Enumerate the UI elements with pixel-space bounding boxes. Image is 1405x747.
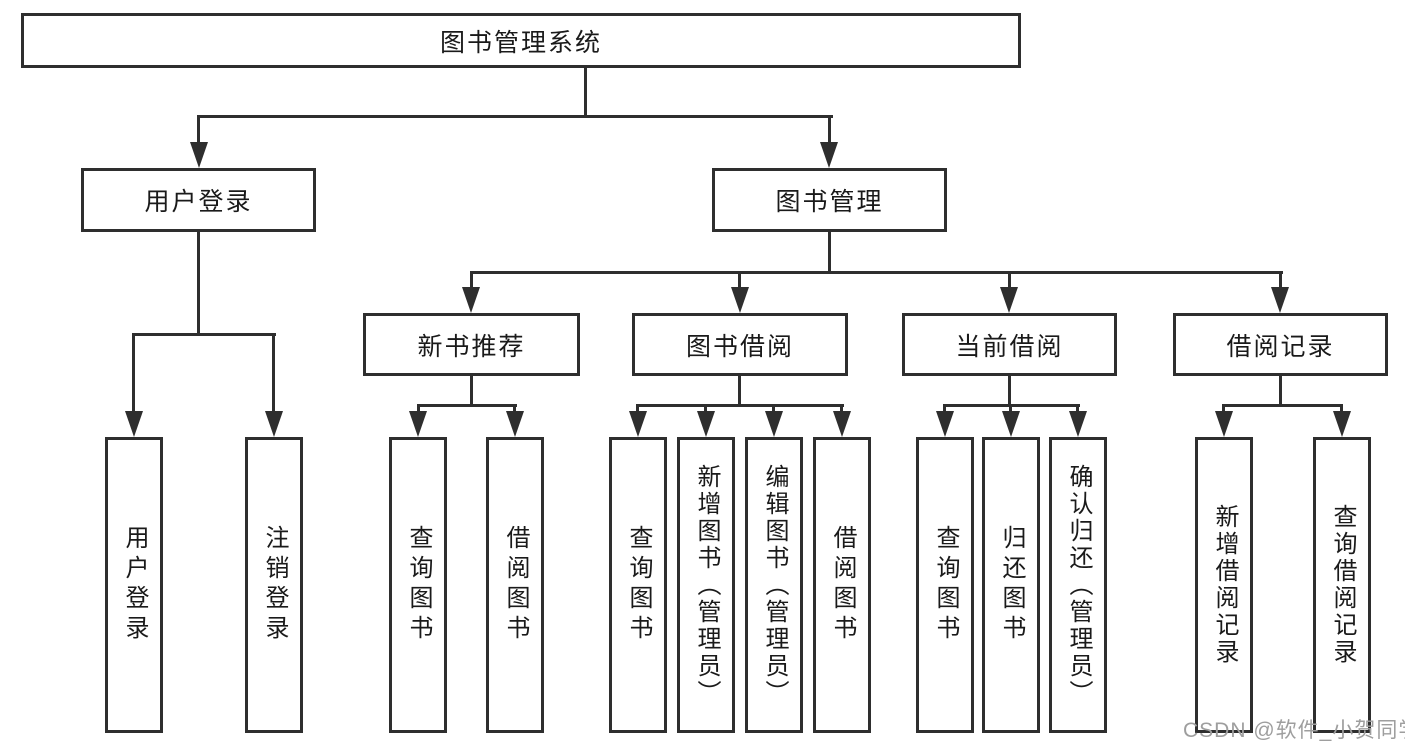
connector-drop-br-query <box>1340 404 1343 414</box>
arrowhead-new-book-rec <box>462 287 480 313</box>
arrowhead-user-login <box>190 142 208 168</box>
arrowhead-bb-query <box>629 411 647 437</box>
connector-drop-cb-return <box>1009 404 1012 414</box>
node-root-library-management-system: 图书管理系统 <box>21 13 1021 68</box>
node-leaf-logout: 注销登录 <box>245 437 303 733</box>
node-branch-user-login: 用户登录 <box>81 168 316 232</box>
connector-drop-nb-query <box>417 404 420 414</box>
arrowhead-nb-query <box>409 411 427 437</box>
connector-new-book-rec-stem <box>470 374 473 407</box>
node-branch-book-management: 图书管理 <box>712 168 947 232</box>
connector-drop-book-mgmt <box>828 115 831 145</box>
node-current-borrowing: 当前借阅 <box>902 313 1117 376</box>
node-leaf-borrowing-query-books: 查询图书 <box>609 437 667 733</box>
arrowhead-leaf-user-login <box>125 411 143 437</box>
node-new-book-recommendation: 新书推荐 <box>363 313 580 376</box>
connector-drop-bb-add <box>704 404 707 414</box>
connector-borrow-record-rail <box>1222 404 1343 407</box>
connector-drop-leaf-logout <box>272 333 275 417</box>
arrowhead-current-borrow <box>1000 287 1018 313</box>
node-borrowing-records: 借阅记录 <box>1173 313 1388 376</box>
connector-drop-bb-query <box>636 404 639 414</box>
connector-user-login-stem <box>197 230 200 336</box>
connector-book-mgmt-rail <box>470 271 1283 274</box>
connector-drop-cb-query <box>943 404 946 414</box>
connector-current-borrow-stem <box>1008 374 1011 407</box>
connector-drop-new-book-rec <box>470 271 473 291</box>
connector-drop-bb-borrow <box>840 404 843 414</box>
node-leaf-return-books: 归还图书 <box>982 437 1040 733</box>
connector-book-borrow-rail <box>636 404 844 407</box>
node-leaf-add-borrow-record: 新增借阅记录 <box>1195 437 1253 733</box>
arrowhead-bb-edit <box>765 411 783 437</box>
node-leaf-confirm-return-admin: 确认归还（管理员） <box>1049 437 1107 733</box>
connector-user-login-rail <box>132 333 276 336</box>
node-book-borrowing: 图书借阅 <box>632 313 848 376</box>
node-leaf-newrec-query-books: 查询图书 <box>389 437 447 733</box>
arrowhead-bb-add <box>697 411 715 437</box>
connector-drop-leaf-user-login <box>132 333 135 417</box>
node-leaf-add-books-admin: 新增图书（管理员） <box>677 437 735 733</box>
connector-drop-br-add <box>1222 404 1225 414</box>
connector-drop-nb-borrow <box>513 404 516 414</box>
arrowhead-br-add <box>1215 411 1233 437</box>
arrowhead-book-borrow <box>731 287 749 313</box>
arrowhead-br-query <box>1333 411 1351 437</box>
arrowhead-borrow-record <box>1271 287 1289 313</box>
connector-drop-borrow-record <box>1279 271 1282 291</box>
connector-drop-current-borrow <box>1008 271 1011 291</box>
node-leaf-borrowing-borrow-books: 借阅图书 <box>813 437 871 733</box>
connector-new-book-rec-rail <box>417 404 517 407</box>
arrowhead-cb-return <box>1002 411 1020 437</box>
node-leaf-newrec-borrow-books: 借阅图书 <box>486 437 544 733</box>
connector-drop-book-borrow <box>738 271 741 291</box>
node-leaf-user-login: 用户登录 <box>105 437 163 733</box>
arrowhead-cb-confirm <box>1069 411 1087 437</box>
connector-level1-rail <box>197 115 833 118</box>
arrowhead-nb-borrow <box>506 411 524 437</box>
connector-root-stem <box>584 66 587 118</box>
arrowhead-bb-borrow <box>833 411 851 437</box>
connector-drop-cb-confirm <box>1076 404 1079 414</box>
connector-borrow-record-stem <box>1279 374 1282 407</box>
node-leaf-current-query-books: 查询图书 <box>916 437 974 733</box>
node-leaf-edit-books-admin: 编辑图书（管理员） <box>745 437 803 733</box>
connector-drop-bb-edit <box>772 404 775 414</box>
node-leaf-query-borrow-record: 查询借阅记录 <box>1313 437 1371 733</box>
arrowhead-book-mgmt <box>820 142 838 168</box>
connector-drop-user-login <box>197 115 200 145</box>
connector-book-borrow-stem <box>738 374 741 407</box>
arrowhead-cb-query <box>936 411 954 437</box>
arrowhead-leaf-logout <box>265 411 283 437</box>
csdn-watermark: CSDN @软件_小贺同学 <box>1183 719 1405 742</box>
connector-book-mgmt-stem <box>828 230 831 274</box>
